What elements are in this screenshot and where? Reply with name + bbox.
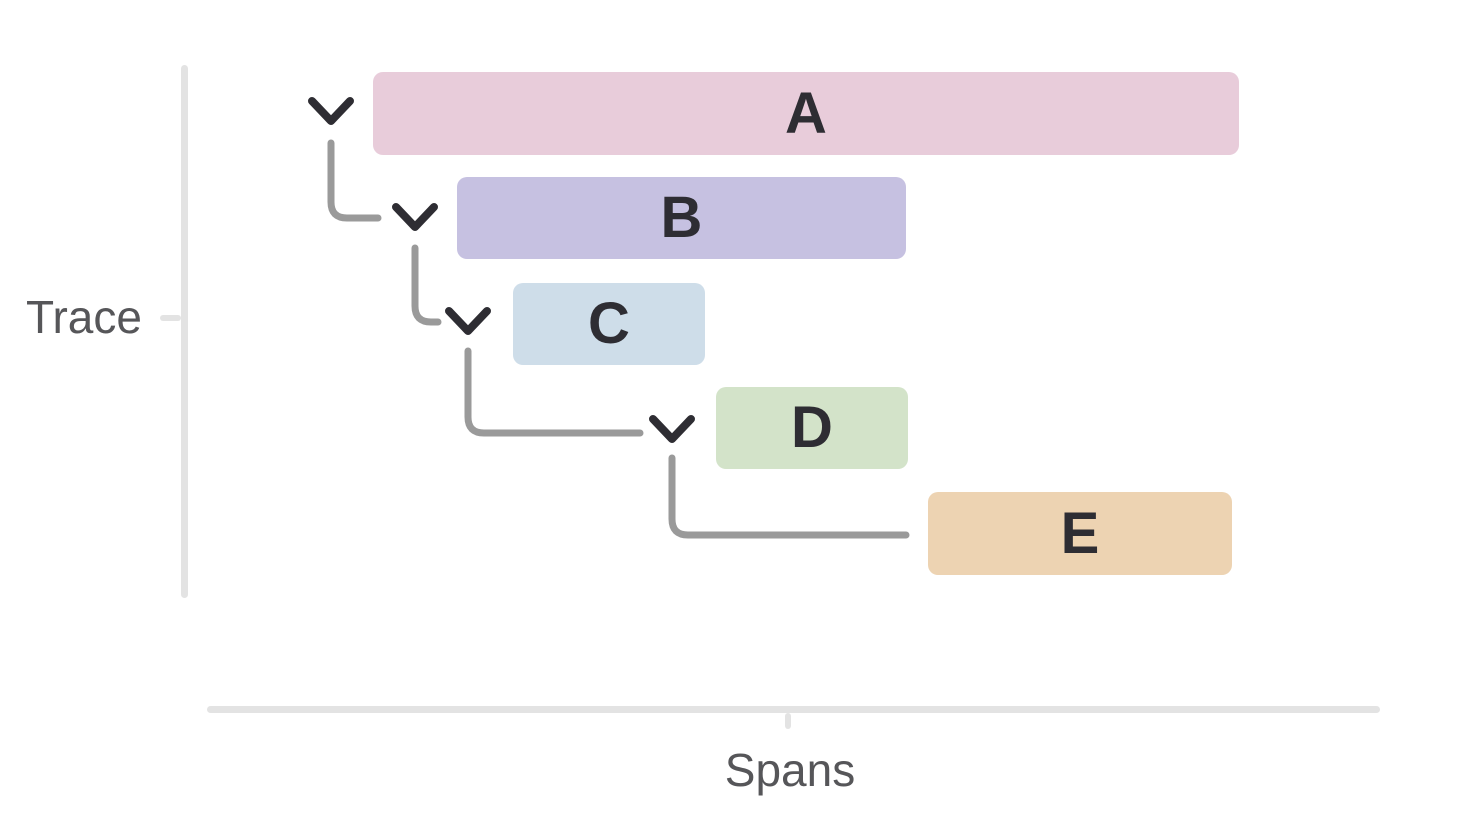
spans-axis-tick [785, 713, 791, 729]
span-label-a: A [785, 80, 827, 146]
connector-b-to-c [411, 244, 442, 326]
chevron-down-icon-span-b[interactable] [392, 203, 438, 231]
chevron-down-icon-span-d[interactable] [649, 415, 695, 443]
span-label-b: B [660, 185, 703, 250]
span-label-d: D [791, 395, 833, 460]
chevron-down-icon-span-a[interactable] [308, 97, 354, 125]
span-bar-e[interactable]: E [928, 492, 1232, 575]
span-bar-c[interactable]: C [513, 283, 705, 365]
span-label-e: E [1060, 500, 1100, 566]
span-bar-a[interactable]: A [373, 72, 1239, 155]
trace-axis-tick [160, 315, 181, 321]
trace-axis-label: Trace [26, 291, 142, 343]
connector-d-to-e [668, 454, 910, 539]
span-label-c: C [588, 291, 630, 356]
span-bar-b[interactable]: B [457, 177, 906, 259]
chevron-down-icon-span-c[interactable] [445, 307, 491, 335]
connector-a-to-b [327, 139, 382, 222]
spans-axis-line [207, 706, 1380, 713]
span-bar-d[interactable]: D [716, 387, 908, 469]
spans-axis-label: Spans [724, 744, 856, 796]
trace-axis-line [181, 65, 188, 598]
